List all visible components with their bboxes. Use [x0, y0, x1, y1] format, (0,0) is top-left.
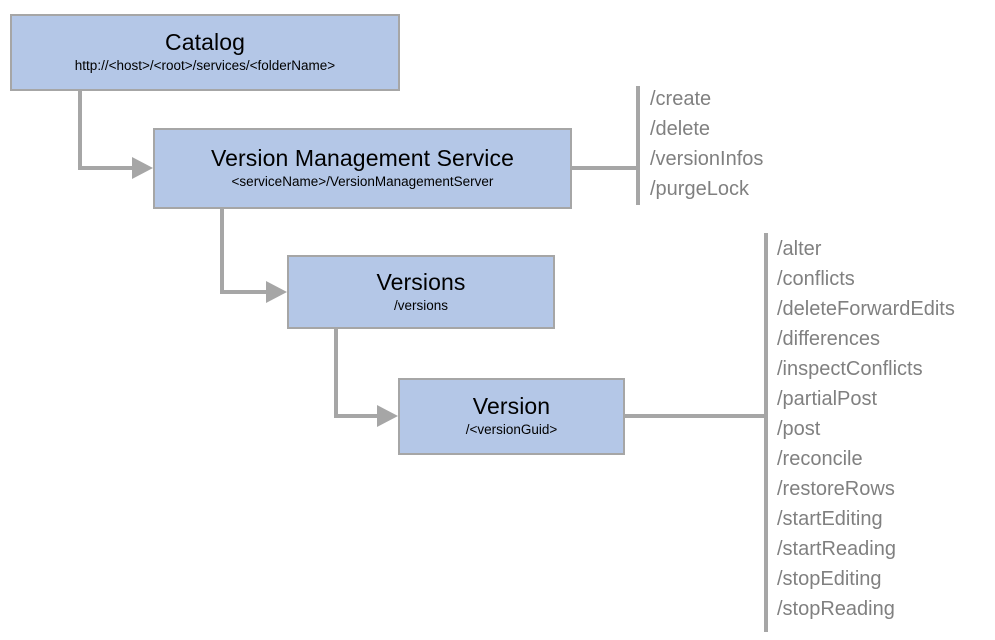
node-versions[interactable]: Versions /versions: [287, 255, 555, 329]
node-catalog-title: Catalog: [165, 29, 245, 56]
operation-item[interactable]: /delete: [650, 118, 711, 140]
node-version-subtitle: /<versionGuid>: [465, 422, 558, 438]
node-versions-title: Versions: [376, 268, 466, 295]
node-version-management-service[interactable]: Version Management Service <serviceName>…: [153, 128, 572, 209]
node-version-management-service-subtitle: <serviceName>/VersionManagementServer: [231, 174, 494, 190]
node-version-management-service-title: Version Management Service: [210, 145, 515, 172]
operation-item[interactable]: /startReading: [777, 538, 896, 560]
operation-item[interactable]: /conflicts: [777, 268, 855, 290]
node-catalog-subtitle: http://<host>/<root>/services/<folderNam…: [74, 58, 336, 74]
operation-list-service: /create/delete/versionInfos/purgeLock: [650, 84, 763, 204]
operation-item[interactable]: /post: [777, 418, 821, 440]
node-catalog[interactable]: Catalog http://<host>/<root>/services/<f…: [10, 14, 400, 91]
connector-service-to-operations: [572, 86, 640, 205]
operation-item[interactable]: /startEditing: [777, 508, 883, 530]
operation-item[interactable]: /stopEditing: [777, 568, 882, 590]
operation-item[interactable]: /alter: [777, 238, 822, 260]
operation-item[interactable]: /create: [650, 88, 712, 110]
operation-item[interactable]: /purgeLock: [650, 178, 749, 200]
operation-item[interactable]: /differences: [777, 328, 881, 350]
connector-versions-to-version: [334, 329, 398, 427]
operation-item[interactable]: /versionInfos: [650, 148, 764, 170]
operation-item[interactable]: /reconcile: [777, 448, 863, 470]
connector-version-to-operations: [625, 233, 768, 632]
operation-item[interactable]: /inspectConflicts: [777, 358, 923, 380]
connector-service-to-versions: [220, 209, 287, 303]
node-versions-subtitle: /versions: [393, 297, 449, 313]
operation-item[interactable]: /partialPost: [777, 388, 878, 410]
operation-item[interactable]: /deleteForwardEdits: [777, 298, 955, 320]
operation-item[interactable]: /stopReading: [777, 598, 895, 620]
operation-list-version: /alter/conflicts/deleteForwardEdits/diff…: [777, 234, 955, 624]
node-version-title: Version: [472, 393, 551, 420]
operation-item[interactable]: /restoreRows: [777, 478, 895, 500]
node-version[interactable]: Version /<versionGuid>: [398, 378, 625, 455]
connector-catalog-to-service: [78, 91, 153, 179]
